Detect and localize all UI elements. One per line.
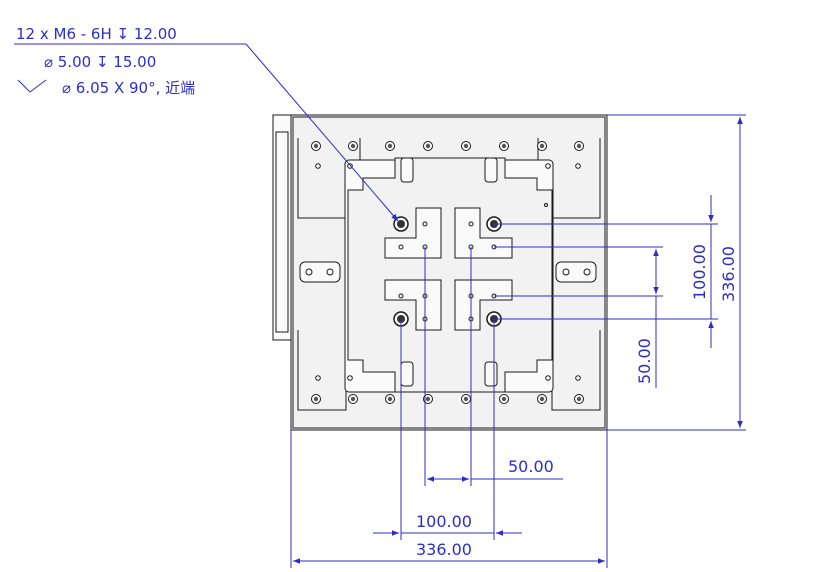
callout-line-1: 12 x M6 - 6H ↧ 12.00 (16, 25, 177, 43)
bolt-hole-1-0-core (313, 396, 319, 402)
small-hole-4 (315, 375, 321, 381)
bolt-hole-0-4-core (463, 143, 469, 149)
bolt-hole-1-7-core (576, 396, 582, 402)
bolt-hole-0-2-core (387, 143, 393, 149)
bolt-hole-1-1-core (350, 396, 356, 402)
right-slot (555, 261, 597, 283)
dim-hole-pitch-horizontal: 100.00 (416, 512, 472, 531)
bolt-hole-0-3-core (425, 143, 431, 149)
bolt-hole-1-4-core (463, 396, 469, 402)
dimension-lines (14, 43, 746, 568)
bolt-hole-1-3-core (425, 396, 431, 402)
side-slots (299, 261, 597, 283)
bolt-hole-0-1-core (350, 143, 356, 149)
bolt-hole-0-0-core (313, 143, 319, 149)
center-carriage (344, 157, 554, 393)
left-slot (299, 261, 341, 283)
small-hole-7 (575, 375, 581, 381)
bolt-hole-0-7-core (576, 143, 582, 149)
dimension-labels: 336.00 100.00 50.00 50.00 100.00 336.00 (416, 244, 738, 559)
dim-hole-offset-horizontal: 50.00 (508, 457, 554, 476)
bolt-hole-1-2-core (387, 396, 393, 402)
slot-top-right (484, 157, 498, 183)
slot-bottom-right (484, 361, 498, 387)
bolt-hole-1-6-core (539, 396, 545, 402)
dim-overall-width: 336.00 (416, 540, 472, 559)
dim-hole-offset-vertical: 50.00 (635, 338, 654, 384)
small-hole-5 (347, 375, 353, 381)
callout-line-3: ⌀ 6.05 X 90°, 近端 (62, 79, 195, 97)
small-hole-3 (575, 163, 581, 169)
dim-hole-pitch-vertical: 100.00 (690, 244, 709, 300)
small-hole-2 (545, 163, 551, 169)
callout-line-2: ⌀ 5.00 ↧ 15.00 (44, 53, 156, 71)
small-hole-0 (315, 163, 321, 169)
bolt-hole-0-5-core (501, 143, 507, 149)
bolt-hole-1-5-core (501, 396, 507, 402)
threaded-holes (393, 216, 502, 327)
bolt-hole-0-6-core (539, 143, 545, 149)
dim-overall-height: 336.00 (719, 246, 738, 302)
small-hole-6 (545, 375, 551, 381)
slot-bottom-left (400, 361, 414, 387)
countersink-icon (17, 79, 47, 93)
perimeter-bolt-holes (311, 141, 584, 404)
slot-top-left (400, 157, 414, 183)
hole-callout: 12 x M6 - 6H ↧ 12.00 ⌀ 5.00 ↧ 15.00 ⌀ 6.… (16, 25, 195, 97)
